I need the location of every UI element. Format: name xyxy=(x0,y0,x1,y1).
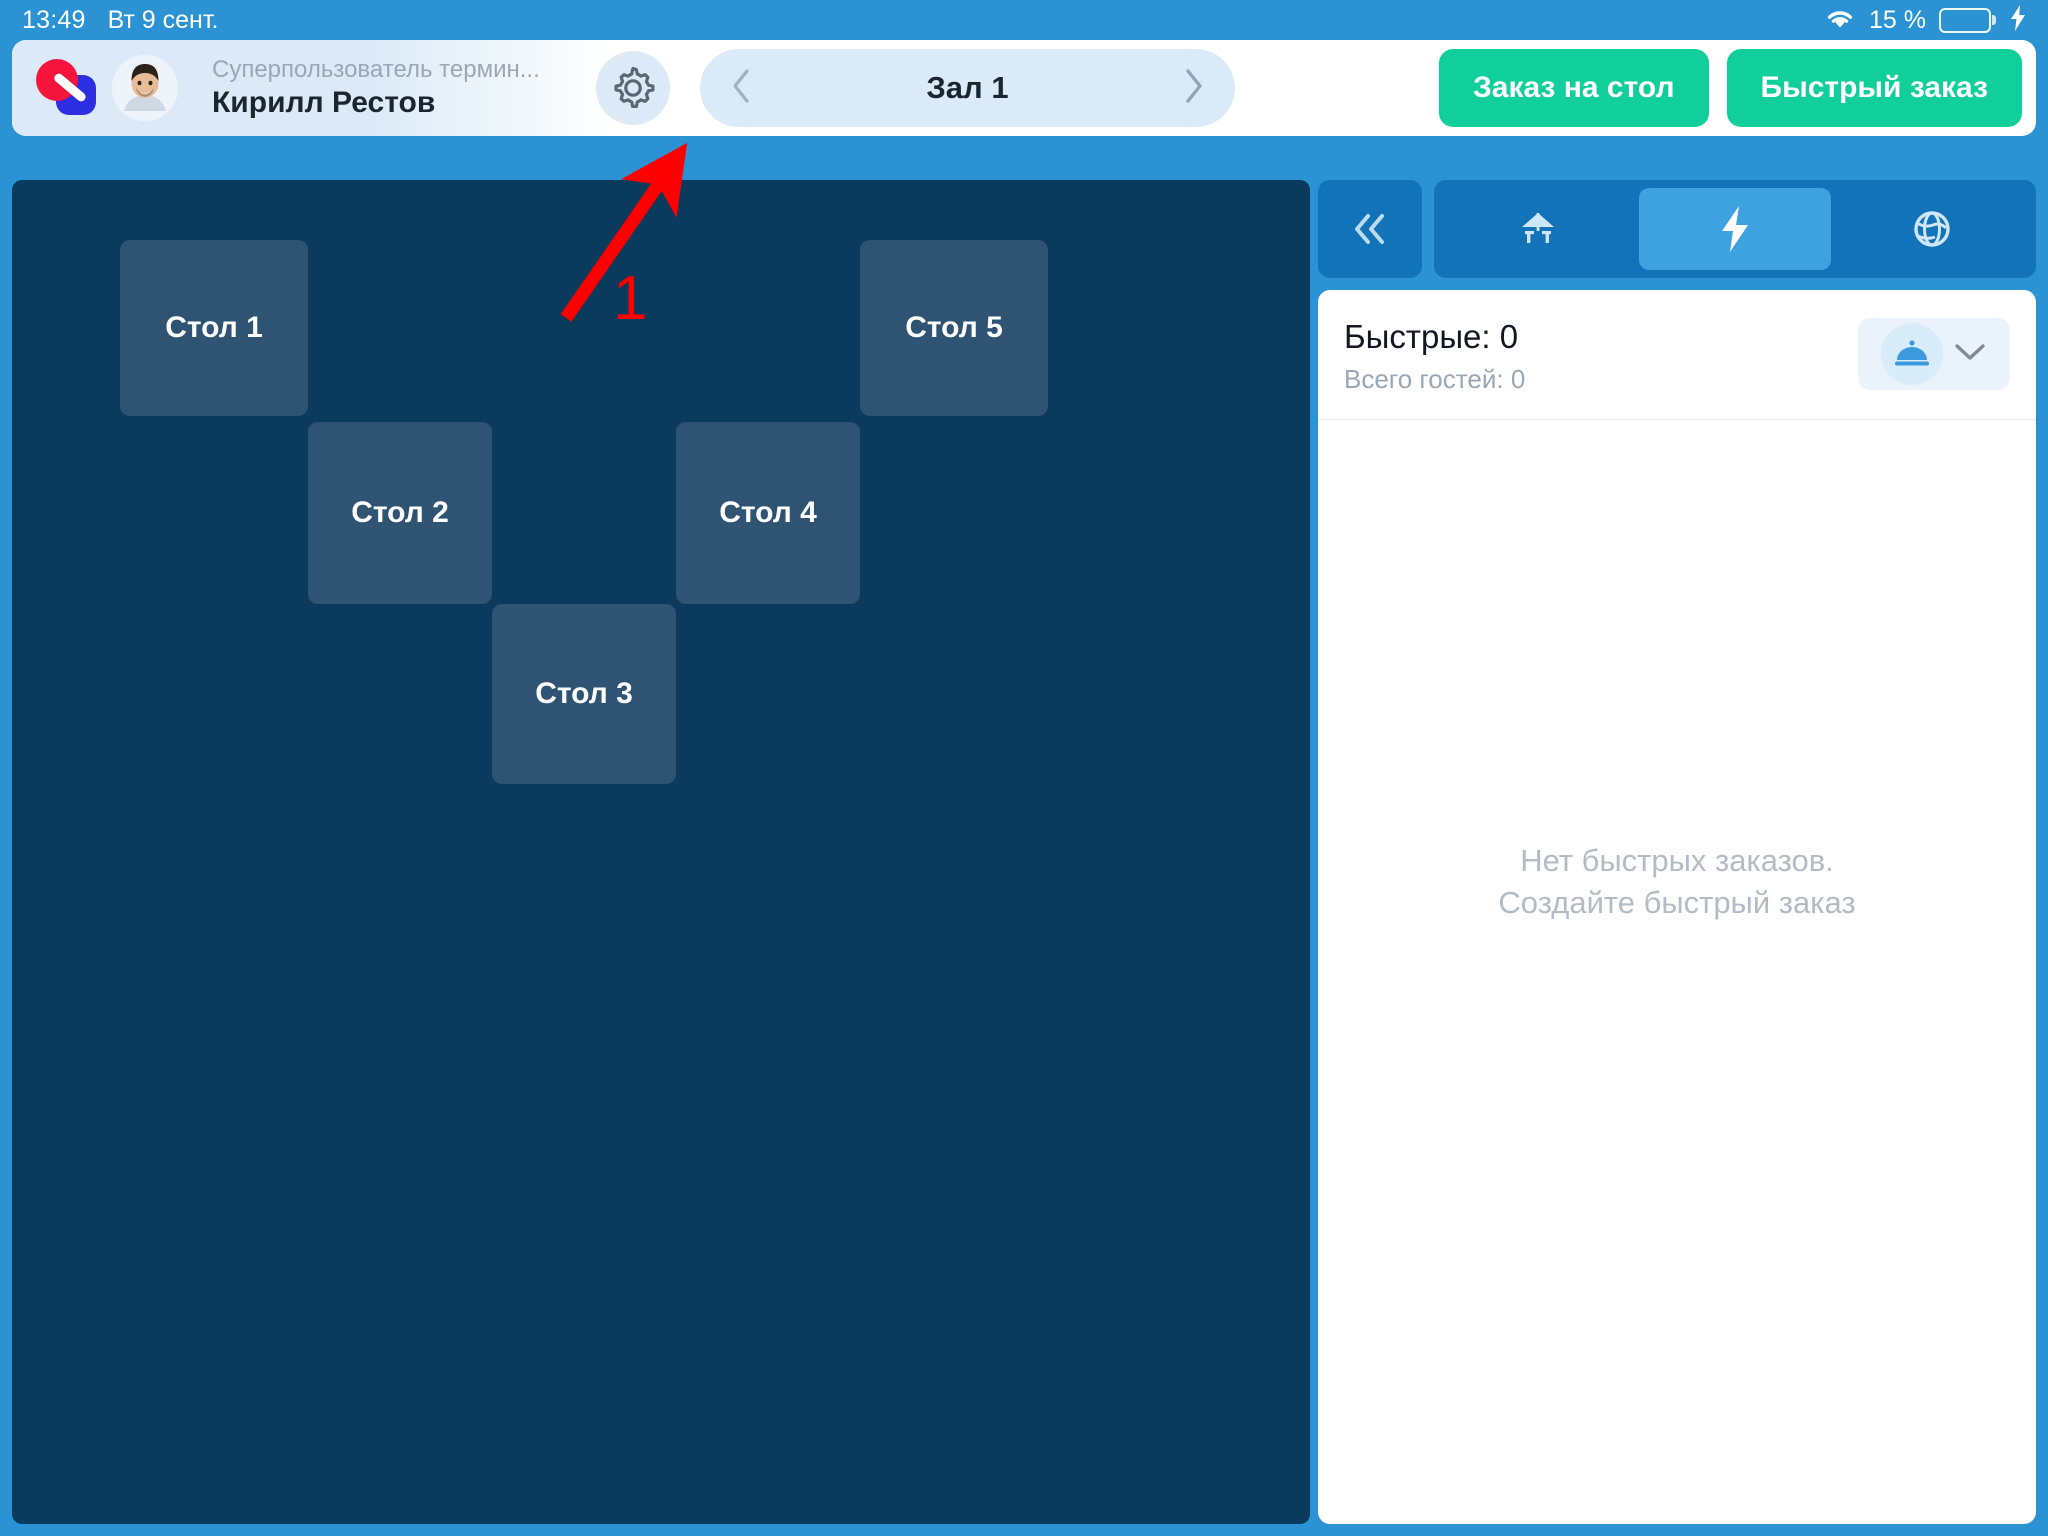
header-actions: Заказ на стол Быстрый заказ xyxy=(1438,49,2036,127)
user-role-label: Суперпользователь термин... xyxy=(212,56,540,83)
right-panel-toolbar xyxy=(1318,180,2036,278)
serve-actions-group[interactable] xyxy=(1858,318,2010,390)
app-logo-icon xyxy=(34,57,96,119)
battery-icon xyxy=(1939,7,1991,33)
quick-orders-header: Быстрые: 0 Всего гостей: 0 xyxy=(1318,290,2036,420)
tab-tables[interactable] xyxy=(1442,188,1635,270)
table-label: Стол 3 xyxy=(535,677,633,710)
order-to-table-button[interactable]: Заказ на стол xyxy=(1438,49,1709,127)
gear-icon[interactable] xyxy=(596,51,670,125)
table-node[interactable]: Стол 4 xyxy=(676,422,860,604)
empty-state-line-2: Создайте быстрый заказ xyxy=(1498,885,1856,920)
hall-name-label: Зал 1 xyxy=(926,70,1009,105)
panel-tabs xyxy=(1434,180,2036,278)
cloche-icon[interactable] xyxy=(1881,323,1943,385)
table-node[interactable]: Стол 3 xyxy=(492,604,676,784)
quick-orders-count-label: Быстрые: 0 xyxy=(1344,318,1519,355)
empty-state: Нет быстрых заказов. Создайте быстрый за… xyxy=(1318,420,2036,1524)
user-name-label: Кирилл Рестов xyxy=(212,86,436,119)
quick-orders-summary: Быстрые: 0 Всего гостей: 0 xyxy=(1344,318,1525,395)
floor-plan-canvas[interactable]: Стол 1 Стол 2 Стол 3 Стол 4 Стол 5 xyxy=(12,180,1310,1524)
charging-bolt-icon xyxy=(2010,4,2026,36)
status-date: Вт 9 сент. xyxy=(107,5,219,34)
quick-order-button[interactable]: Быстрый заказ xyxy=(1726,49,2022,127)
app-header: Суперпользователь термин... Кирилл Ресто… xyxy=(12,40,2036,136)
status-bar-left: 13:49 Вт 9 сент. xyxy=(22,6,219,35)
double-chevron-left-icon[interactable] xyxy=(1318,180,1422,278)
tab-quick-orders[interactable] xyxy=(1638,188,1832,270)
table-node[interactable]: Стол 1 xyxy=(120,240,308,416)
status-bar-right: 15 % xyxy=(1824,4,2026,36)
battery-percent-label: 15 % xyxy=(1869,5,1926,34)
status-bar: 13:49 Вт 9 сент. 15 % xyxy=(0,0,2048,40)
hall-selector[interactable]: Зал 1 xyxy=(700,49,1235,127)
chevron-right-icon[interactable] xyxy=(1183,67,1205,110)
user-info: Суперпользователь термин... Кирилл Ресто… xyxy=(212,56,582,120)
guests-total-label: Всего гостей: 0 xyxy=(1344,364,1526,394)
table-label: Стол 4 xyxy=(719,496,817,529)
table-label: Стол 2 xyxy=(351,496,449,529)
chevron-down-icon[interactable] xyxy=(1953,341,1987,368)
table-label: Стол 5 xyxy=(905,311,1003,344)
quick-orders-card: Быстрые: 0 Всего гостей: 0 xyxy=(1318,290,2036,1524)
right-panel: Быстрые: 0 Всего гостей: 0 xyxy=(1318,180,2036,1524)
empty-state-line-1: Нет быстрых заказов. xyxy=(1520,843,1834,878)
table-node[interactable]: Стол 2 xyxy=(308,422,492,604)
table-label: Стол 1 xyxy=(165,311,263,344)
brand-and-user[interactable]: Суперпользователь термин... Кирилл Ресто… xyxy=(12,55,582,121)
wifi-icon xyxy=(1824,6,1856,35)
avatar[interactable] xyxy=(112,55,178,121)
table-node[interactable]: Стол 5 xyxy=(860,240,1048,416)
tab-delivery[interactable] xyxy=(1835,188,2028,270)
status-time: 13:49 xyxy=(22,5,86,34)
chevron-left-icon[interactable] xyxy=(730,67,752,110)
